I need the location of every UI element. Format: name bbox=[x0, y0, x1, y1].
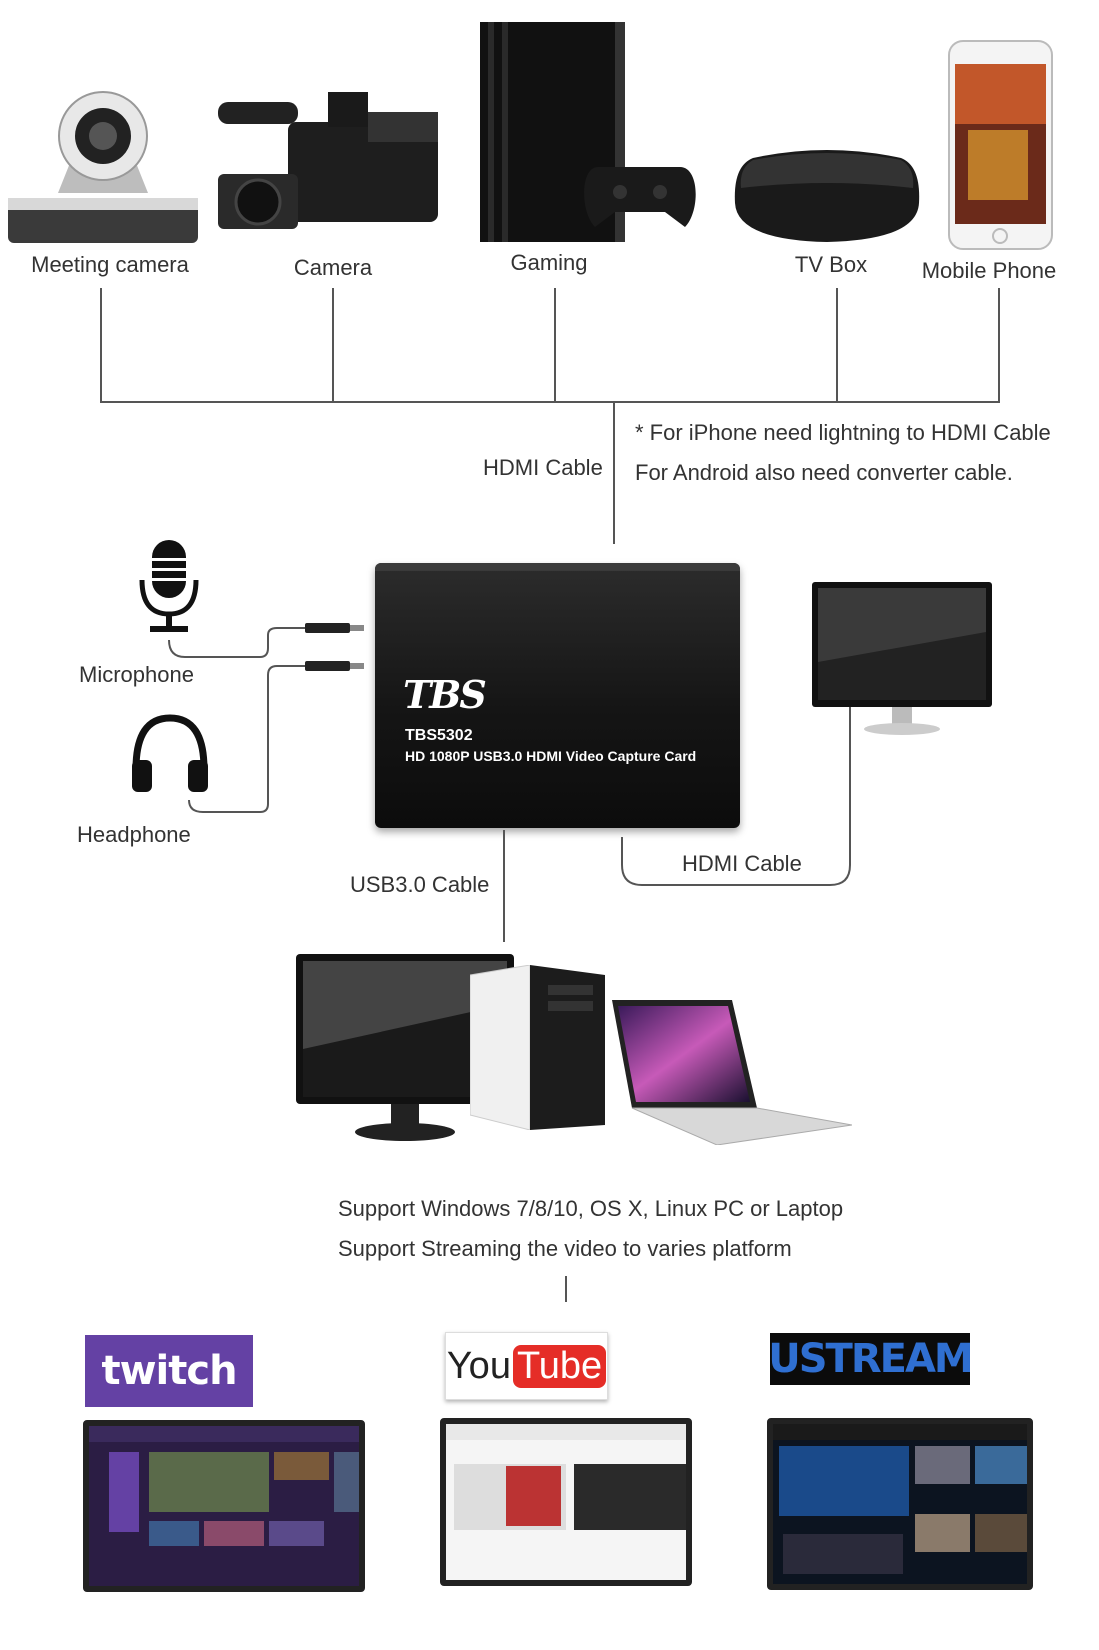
audio-cables bbox=[168, 623, 364, 813]
usb-cable-label: USB3.0 Cable bbox=[350, 872, 490, 897]
laptop-icon bbox=[602, 1000, 853, 1146]
hdmi-out-label: HDMI Cable bbox=[682, 851, 802, 876]
capture-card-edge bbox=[375, 563, 740, 571]
pc-tower-icon bbox=[469, 964, 610, 1131]
source-label-meeting-camera: Meeting camera bbox=[31, 252, 189, 277]
source-label-tv-box: TV Box bbox=[794, 252, 868, 277]
mobile-phone-icon bbox=[948, 40, 1053, 250]
monitor-icon bbox=[812, 582, 992, 742]
connector-line bbox=[998, 288, 1000, 402]
youtube-tube-text: Tube bbox=[512, 1344, 607, 1388]
connector-bus bbox=[100, 401, 1000, 403]
tv-box-icon bbox=[733, 148, 921, 246]
game-console-icon bbox=[480, 22, 710, 247]
ustream-logo: USTREAM bbox=[768, 1333, 974, 1385]
source-label-mobile-phone: Mobile Phone bbox=[921, 258, 1057, 283]
twitch-tablet-screenshot bbox=[83, 1420, 365, 1592]
hdmi-out-cable bbox=[621, 707, 851, 886]
tbs-logo: TBS bbox=[403, 672, 487, 717]
connector-line bbox=[554, 288, 556, 402]
microphone-icon bbox=[138, 540, 200, 634]
headphone-label: Headphone bbox=[77, 822, 191, 847]
meeting-camera-icon bbox=[8, 88, 198, 248]
headphone-icon bbox=[130, 714, 210, 794]
camcorder-icon bbox=[218, 82, 456, 242]
youtube-tablet-screenshot bbox=[440, 1418, 692, 1586]
device-model: TBS5302 bbox=[405, 727, 473, 744]
device-description: HD 1080P USB3.0 HDMI Video Capture Card bbox=[405, 748, 697, 764]
connector-line bbox=[836, 288, 838, 402]
twitch-logo: twitch bbox=[85, 1335, 253, 1407]
connector-line bbox=[100, 288, 102, 402]
youtube-you-text: You bbox=[446, 1344, 511, 1387]
android-note: For Android also need converter cable. bbox=[635, 460, 1013, 485]
usb-cable bbox=[503, 830, 505, 942]
source-label-camera: Camera bbox=[293, 255, 373, 280]
support-streaming-text: Support Streaming the video to varies pl… bbox=[338, 1236, 792, 1261]
ustream-tablet-screenshot bbox=[767, 1418, 1033, 1590]
connector-line bbox=[565, 1276, 567, 1302]
iphone-note: * For iPhone need lightning to HDMI Cabl… bbox=[635, 420, 1051, 445]
microphone-label: Microphone bbox=[79, 662, 194, 687]
connector-line bbox=[332, 288, 334, 402]
connector-line bbox=[613, 401, 615, 544]
capture-card bbox=[375, 563, 740, 828]
support-os-text: Support Windows 7/8/10, OS X, Linux PC o… bbox=[338, 1196, 844, 1221]
source-label-gaming: Gaming bbox=[510, 250, 588, 275]
desktop-monitor-icon bbox=[296, 954, 514, 1144]
hdmi-in-label: HDMI Cable bbox=[483, 455, 603, 480]
